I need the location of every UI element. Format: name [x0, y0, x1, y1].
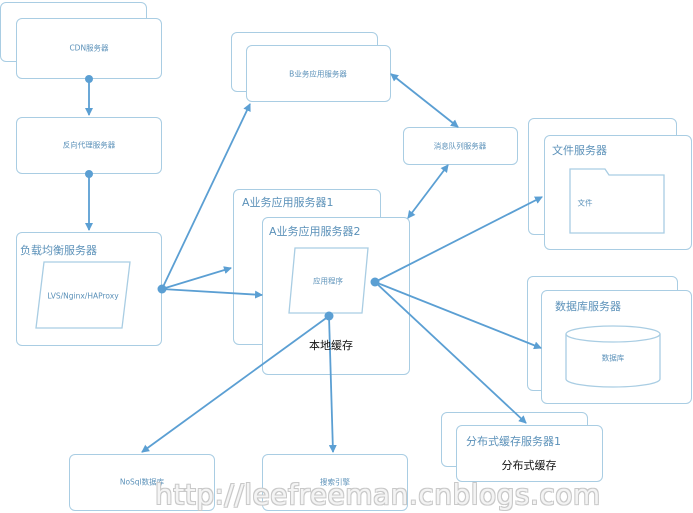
connector-dot — [85, 170, 93, 178]
message-queue-label: 消息队列服务器 — [433, 141, 487, 151]
edge-app-to-file — [374, 196, 543, 283]
reverse-proxy-label: 反向代理服务器 — [62, 140, 116, 150]
a-app-server-2-label: A业务应用服务器2 — [269, 225, 361, 238]
reverse-proxy-server — [16, 117, 162, 174]
database-label: 数据库 — [601, 353, 625, 363]
cdn-server-label: CDN服务器 — [69, 43, 109, 53]
connector-dot — [324, 311, 334, 321]
edge-app-to-nosql — [141, 315, 330, 453]
cdn-server — [16, 18, 162, 79]
connector-dot — [370, 277, 380, 287]
folder-shape — [569, 168, 665, 234]
edge-lb-to-a-app-1 — [161, 266, 232, 290]
dist-cache-server-label: 分布式缓存服务器1 — [466, 435, 561, 448]
edge-b-app-to-mq — [390, 73, 459, 128]
message-queue-server — [403, 127, 518, 165]
app-program-parallelogram-shape — [288, 247, 369, 314]
search-engine-label: 搜索引擎 — [320, 477, 350, 487]
connector-dot — [157, 284, 167, 294]
database-cylinder-shape — [565, 325, 661, 388]
nosql-database — [69, 454, 215, 511]
edge-mq-to-a-app — [407, 164, 449, 219]
a-app-server-1-label: A业务应用服务器1 — [242, 196, 334, 209]
edge-app-to-db — [374, 281, 542, 350]
edge-app-to-search — [328, 315, 337, 453]
b-app-server-label: B业务应用服务器 — [289, 69, 347, 79]
file-label: 文件 — [577, 198, 593, 208]
lb-parallelogram-shape — [35, 261, 131, 329]
load-balancer-inner-label: LVS/Nginx/HAProxy — [47, 291, 119, 301]
local-cache-label: 本地缓存 — [309, 339, 353, 352]
search-engine — [262, 454, 408, 511]
file-server-label: 文件服务器 — [552, 144, 607, 157]
edge-lb-to-b-app — [161, 103, 251, 290]
app-program-label: 应用程序 — [313, 276, 343, 286]
db-server-label: 数据库服务器 — [555, 300, 621, 313]
dist-cache-server — [456, 425, 603, 482]
load-balancer-label: 负载均衡服务器 — [20, 244, 97, 257]
b-app-server — [246, 45, 391, 102]
edge-app-to-dist-cache — [374, 281, 527, 424]
connector-dot — [85, 75, 93, 83]
dist-cache-label: 分布式缓存 — [501, 459, 557, 472]
edge-lb-to-a-app-2 — [161, 288, 263, 299]
watermark: http://leefreeman.cnblogs.com — [155, 478, 601, 511]
nosql-label: NoSql数据库 — [119, 477, 165, 487]
